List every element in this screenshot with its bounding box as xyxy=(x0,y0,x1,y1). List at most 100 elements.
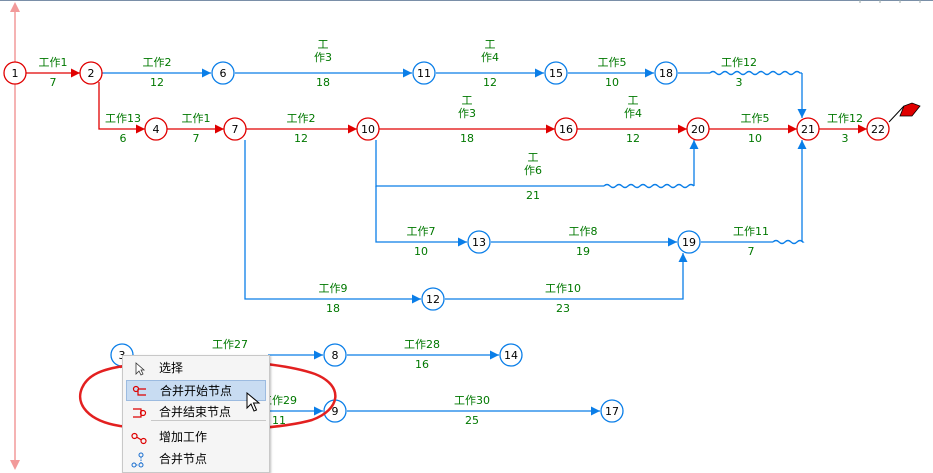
node-number: 15 xyxy=(549,67,563,80)
node-11[interactable]: 11 xyxy=(412,61,436,85)
node-2[interactable]: 2 xyxy=(79,61,103,85)
node-number: 18 xyxy=(659,67,673,80)
activity-duration-a30: 25 xyxy=(465,414,479,427)
node-circle[interactable] xyxy=(144,117,168,141)
activity-duration-a3: 18 xyxy=(316,76,330,89)
node-circle[interactable] xyxy=(421,287,445,311)
activity-name-a3b: 工 xyxy=(462,94,473,107)
node-12[interactable]: 12 xyxy=(421,287,445,311)
node-circle[interactable] xyxy=(600,399,624,423)
activity-name-a12: 工作12 xyxy=(721,56,757,69)
activity-name-a8: 工作8 xyxy=(569,225,598,238)
context-menu: 选择 合并开始节点 合并结束节点 增加工作 合并节点 xyxy=(122,355,270,473)
menu-item-merge-start-node-label: 合并开始节点 xyxy=(160,384,233,398)
node-circle[interactable] xyxy=(686,117,710,141)
node-number: 1 xyxy=(12,67,19,80)
activity-name-a2: 工作2 xyxy=(143,56,172,69)
activity-duration-a6: 21 xyxy=(526,189,540,202)
node-circle[interactable] xyxy=(412,61,436,85)
activity-duration-a7: 10 xyxy=(414,245,428,258)
activity-duration-a8: 19 xyxy=(576,245,590,258)
node-number: 17 xyxy=(605,405,619,418)
free-float-wavy-a11 xyxy=(772,239,805,245)
activity-name-a11: 工作11 xyxy=(733,225,769,238)
activity-name-a1b: 工作1 xyxy=(182,112,211,125)
activity-duration-a3b: 18 xyxy=(460,132,474,145)
activity-name-a4: 工 xyxy=(485,38,496,51)
activity-duration-a5: 10 xyxy=(605,76,619,89)
activity-arrow-a9[interactable] xyxy=(244,140,421,304)
menu-item-merge-end-node[interactable]: 合并结束节点 xyxy=(126,402,266,423)
node-circle[interactable] xyxy=(79,61,103,85)
activity-name-a27: 工作27 xyxy=(212,338,248,351)
node-8[interactable]: 8 xyxy=(323,343,347,367)
activity-duration-a29: 11 xyxy=(272,414,286,427)
node-number: 7 xyxy=(232,123,239,136)
node-circle[interactable] xyxy=(356,117,380,141)
node-circle[interactable] xyxy=(796,117,820,141)
activity-arrow-a10[interactable] xyxy=(445,253,688,300)
node-1[interactable]: 1 xyxy=(3,61,27,85)
node-18[interactable]: 18 xyxy=(654,61,678,85)
node-16[interactable]: 16 xyxy=(554,117,578,141)
node-22[interactable]: 22 xyxy=(866,117,890,141)
node-circle[interactable] xyxy=(323,343,347,367)
activity-name-a3b-cont: 作3 xyxy=(458,107,476,120)
activity-arrow-a6[interactable] xyxy=(375,140,604,187)
node-circle[interactable] xyxy=(554,117,578,141)
node-circle[interactable] xyxy=(3,61,27,85)
node-4[interactable]: 4 xyxy=(144,117,168,141)
activity-name-a28: 工作28 xyxy=(404,338,440,351)
merge-nodes-icon xyxy=(131,452,144,468)
node-21[interactable]: 21 xyxy=(796,117,820,141)
activity-name-a6-cont: 作6 xyxy=(524,164,542,177)
free-float-wavy-a6 xyxy=(603,183,695,189)
menu-item-add-work[interactable]: 增加工作 xyxy=(126,427,266,448)
node-circle[interactable] xyxy=(654,61,678,85)
node-circle[interactable] xyxy=(499,343,523,367)
node-number: 8 xyxy=(332,349,339,362)
node-19[interactable]: 19 xyxy=(677,230,701,254)
activity-name-a9: 工作9 xyxy=(319,282,348,295)
activity-arrow-a7[interactable] xyxy=(375,186,467,247)
activity-arrow-a13[interactable] xyxy=(98,82,145,134)
node-6[interactable]: 6 xyxy=(211,61,235,85)
activity-duration-a13: 6 xyxy=(120,132,127,145)
node-circle[interactable] xyxy=(677,230,701,254)
node-circle[interactable] xyxy=(223,117,247,141)
activity-name-a3: 工 xyxy=(318,38,329,51)
node-number: 2 xyxy=(88,67,95,80)
menu-item-select[interactable]: 选择 xyxy=(126,358,266,379)
node-number: 19 xyxy=(682,236,696,249)
activity-name-a30: 工作30 xyxy=(454,394,490,407)
mouse-cursor-icon xyxy=(246,392,261,412)
node-15[interactable]: 15 xyxy=(544,61,568,85)
node-20[interactable]: 20 xyxy=(686,117,710,141)
menu-separator xyxy=(151,420,266,421)
node-number: 20 xyxy=(691,123,705,136)
node-circle[interactable] xyxy=(211,61,235,85)
menu-item-select-label: 选择 xyxy=(159,361,184,375)
select-cursor-icon xyxy=(135,362,146,376)
node-17[interactable]: 17 xyxy=(600,399,624,423)
node-14[interactable]: 14 xyxy=(499,343,523,367)
activity-duration-a11: 7 xyxy=(748,245,755,258)
merge-end-node-icon xyxy=(133,408,147,418)
activity-name-a7: 工作7 xyxy=(407,225,436,238)
node-circle[interactable] xyxy=(544,61,568,85)
node-circle[interactable] xyxy=(866,117,890,141)
activity-duration-a9: 18 xyxy=(326,302,340,315)
node-7[interactable]: 7 xyxy=(223,117,247,141)
merge-start-node-icon xyxy=(132,385,146,396)
node-13[interactable]: 13 xyxy=(467,230,491,254)
free-float-wavy-a12 xyxy=(709,70,802,76)
menu-item-merge-start-node[interactable]: 合并开始节点 xyxy=(126,380,266,401)
menu-item-add-work-label: 增加工作 xyxy=(159,430,208,444)
menu-item-merge-nodes[interactable]: 合并节点 xyxy=(126,449,266,470)
activity-duration-a1: 7 xyxy=(50,76,57,89)
finish-flag-icon xyxy=(888,102,921,123)
node-10[interactable]: 10 xyxy=(356,117,380,141)
node-circle[interactable] xyxy=(467,230,491,254)
node-9[interactable]: 9 xyxy=(323,399,347,423)
